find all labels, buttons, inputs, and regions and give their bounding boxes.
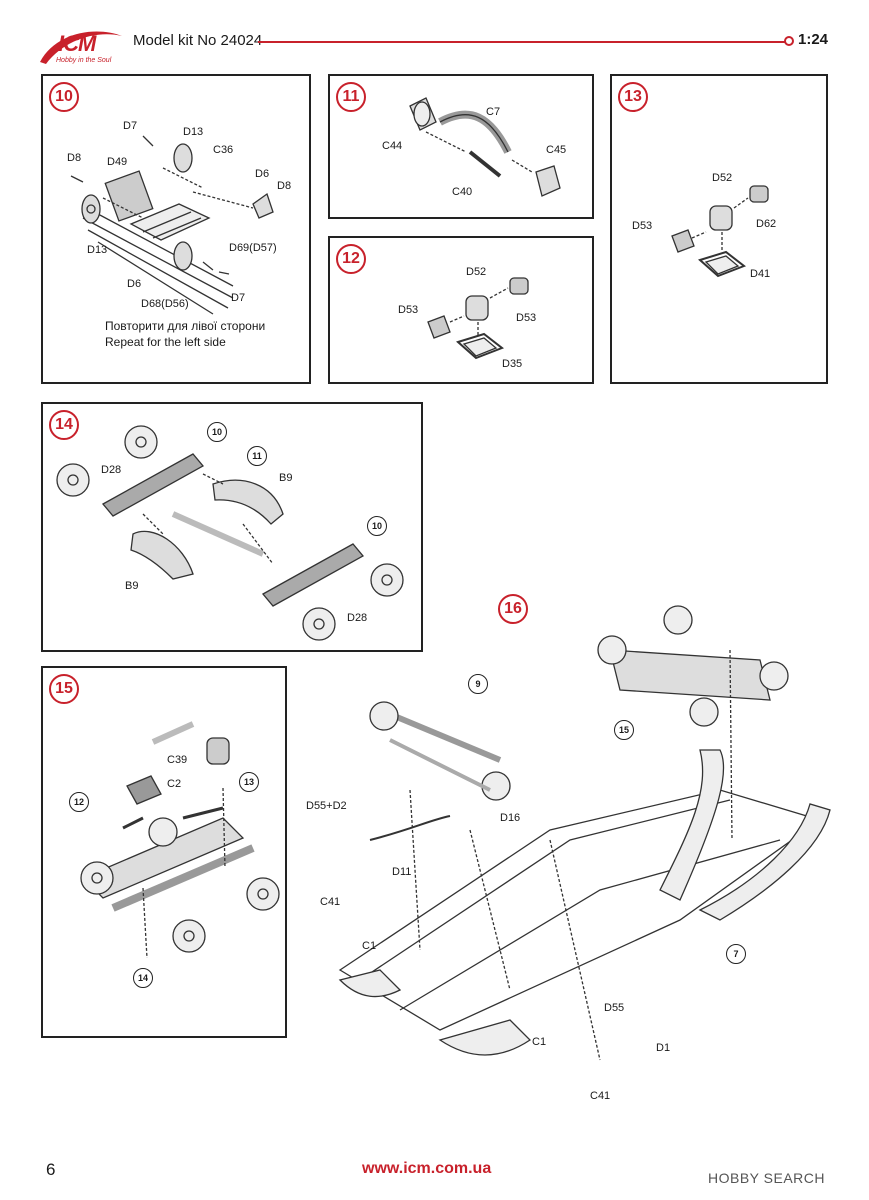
part-label: D7 [123, 120, 138, 132]
bogie-assembly-drawing [56, 425, 404, 641]
part-label: D53 [398, 304, 419, 316]
part-label: D55 [604, 1002, 625, 1014]
step-10-panel: 10 D7 D13 D8 D49 C36 D6 D8 D13 D69(D57) … [41, 74, 311, 384]
step-ref-badge: 9 [468, 674, 488, 694]
step-12-badge: 12 [336, 244, 366, 274]
part-label: B9 [279, 472, 293, 484]
part-label: D8 [277, 180, 292, 192]
part-label: D13 [183, 126, 204, 138]
part-label: C1 [532, 1036, 547, 1048]
logo-tagline: Hobby in the Soul [56, 57, 112, 64]
part-label: D41 [750, 268, 771, 280]
part-label: D69(D57) [229, 242, 277, 254]
step-13-panel: 13 D52 D53 D62 D41 [610, 74, 828, 384]
step-ref-badge: 10 [367, 516, 387, 536]
part-label: C2 [167, 778, 182, 790]
step-ref-badge: 11 [247, 446, 267, 466]
part-label: D11 [392, 866, 412, 878]
part-label: D16 [500, 812, 521, 824]
logo-brand: ICM [58, 31, 96, 56]
part-label: D6 [255, 168, 270, 180]
part-label: D52 [466, 266, 487, 278]
step-ref-badge: 10 [207, 422, 227, 442]
part-label: C45 [546, 144, 567, 156]
step-11-panel: 11 C7 C44 C45 C40 [328, 74, 594, 219]
bump-stop-drawing [671, 185, 769, 278]
step-16-badge: 16 [498, 594, 528, 624]
header-rule-end-icon [784, 36, 794, 46]
part-label: D55+D2 [306, 800, 347, 812]
part-label: C40 [452, 186, 473, 198]
step-11-badge: 11 [336, 82, 366, 112]
header-rule [258, 41, 786, 43]
step-13-badge: 13 [618, 82, 648, 112]
bump-stop-drawing [427, 277, 529, 360]
step-14-panel: 14 10 11 10 D28 B9 B9 D28 [41, 402, 423, 652]
part-label: D68(D56) [141, 298, 189, 310]
part-label: D13 [87, 244, 108, 256]
part-label: D1 [656, 1042, 671, 1054]
note-english: Repeat for the left side [105, 335, 226, 349]
step-15-panel: 15 C39 C2 13 12 14 [41, 666, 287, 1038]
bogie-with-stops-drawing [80, 721, 280, 959]
website-link[interactable]: www.icm.com.ua [362, 1160, 492, 1177]
part-label: C41 [320, 896, 341, 908]
scale-label: 1:24 [798, 31, 829, 48]
part-label: D53 [516, 312, 537, 324]
chassis-frame-drawing [338, 605, 831, 1061]
part-label: C36 [213, 144, 234, 156]
step-12-panel: 12 D52 D53 D53 D35 [328, 236, 594, 384]
step-10-badge: 10 [49, 82, 79, 112]
part-label: D62 [756, 218, 777, 230]
leaf-spring-assembly-drawing [70, 135, 274, 315]
model-kit-number: Model kit No 24024 [133, 32, 263, 49]
part-label: C44 [382, 140, 403, 152]
note-ukrainian: Повторити для лівої сторони [105, 319, 266, 333]
page-number: 6 [46, 1160, 56, 1179]
step-14-badge: 14 [49, 410, 79, 440]
part-label: D28 [347, 612, 368, 624]
part-label: C1 [362, 940, 377, 952]
watermark: HOBBY SEARCH [708, 1170, 825, 1186]
part-label: D8 [67, 152, 82, 164]
logo-swoosh-icon [40, 31, 122, 64]
step-ref-badge: 12 [69, 792, 89, 812]
part-label: C41 [590, 1090, 611, 1102]
step-ref-badge: 7 [726, 944, 746, 964]
part-label: C39 [167, 754, 188, 766]
step-ref-badge: 15 [614, 720, 634, 740]
part-label: D52 [712, 172, 733, 184]
icm-logo [36, 22, 126, 72]
part-label: D6 [127, 278, 142, 290]
part-label: D28 [101, 464, 122, 476]
part-label: D7 [231, 292, 246, 304]
torsion-bar-drawing [409, 97, 561, 197]
part-label: D35 [502, 358, 523, 370]
part-label: D49 [107, 156, 128, 168]
part-label: C7 [486, 106, 501, 118]
step-15-badge: 15 [49, 674, 79, 704]
part-label: B9 [125, 580, 139, 592]
part-label: D53 [632, 220, 653, 232]
step-ref-badge: 13 [239, 772, 259, 792]
step-16-area: 16 9 15 7 D55+D2 D16 D11 C41 C1 C1 C41 D… [300, 590, 860, 1110]
step-ref-badge: 14 [133, 968, 153, 988]
